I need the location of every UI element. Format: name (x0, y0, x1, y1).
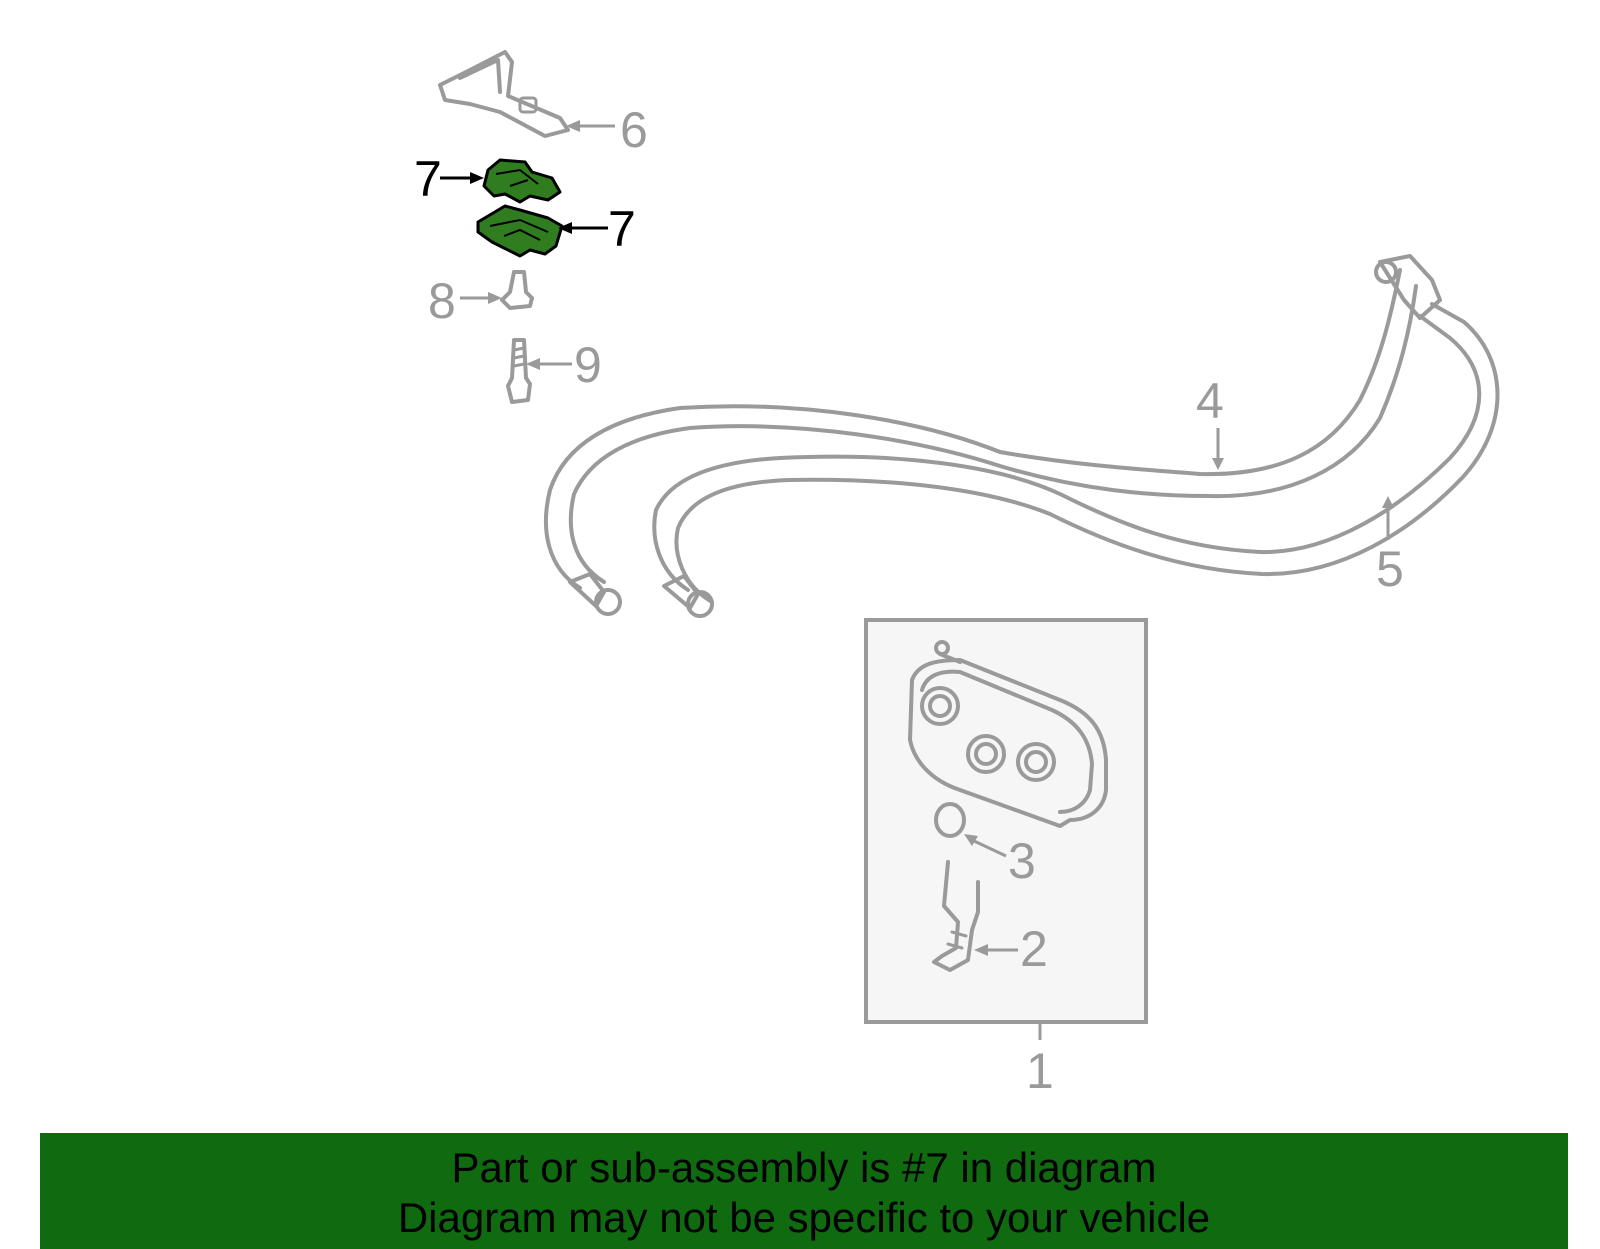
arrowhead-2 (974, 944, 988, 956)
arrowhead-4 (1212, 458, 1224, 470)
part-3-o-ring[interactable] (934, 802, 966, 838)
leader-3 (971, 838, 1007, 858)
info-banner: Part or sub-assembly is #7 in diagram Di… (40, 1133, 1568, 1249)
arrowhead-8 (488, 292, 502, 304)
banner-line-1: Part or sub-assembly is #7 in diagram (451, 1144, 1157, 1191)
part-8-nut[interactable] (500, 270, 534, 310)
arrowhead-3 (964, 834, 978, 846)
part-1-oil-cooler[interactable] (908, 640, 1108, 828)
callout-6: 6 (620, 102, 648, 158)
callout-1: 1 (1026, 1043, 1054, 1099)
arrowhead-7-upper (470, 172, 484, 184)
callout-7-upper: 7 (414, 151, 442, 207)
callout-7-lower: 7 (608, 201, 636, 257)
arrowhead-9 (526, 358, 540, 370)
arrowhead-7-lower (558, 222, 572, 234)
callout-4: 4 (1196, 373, 1224, 429)
part-7-upper-clamp[interactable] (482, 158, 562, 204)
part-1-assembly-box (864, 618, 1148, 1024)
callout-2: 2 (1020, 921, 1048, 977)
part-9-bolt[interactable] (506, 338, 532, 404)
part-5-hose[interactable] (652, 302, 1500, 618)
callout-8: 8 (428, 273, 456, 329)
part-6-bracket[interactable] (438, 50, 570, 138)
arrowhead-5 (1382, 496, 1394, 508)
callout-5: 5 (1376, 541, 1404, 597)
callout-3: 3 (1008, 833, 1036, 889)
part-4-hose[interactable] (543, 254, 1442, 616)
part-7-lower-clamp[interactable] (476, 204, 564, 258)
part-2-clip[interactable] (932, 860, 980, 972)
arrowhead-6 (566, 120, 580, 132)
callout-9: 9 (574, 337, 602, 393)
banner-line-2: Diagram may not be specific to your vehi… (397, 1194, 1211, 1241)
